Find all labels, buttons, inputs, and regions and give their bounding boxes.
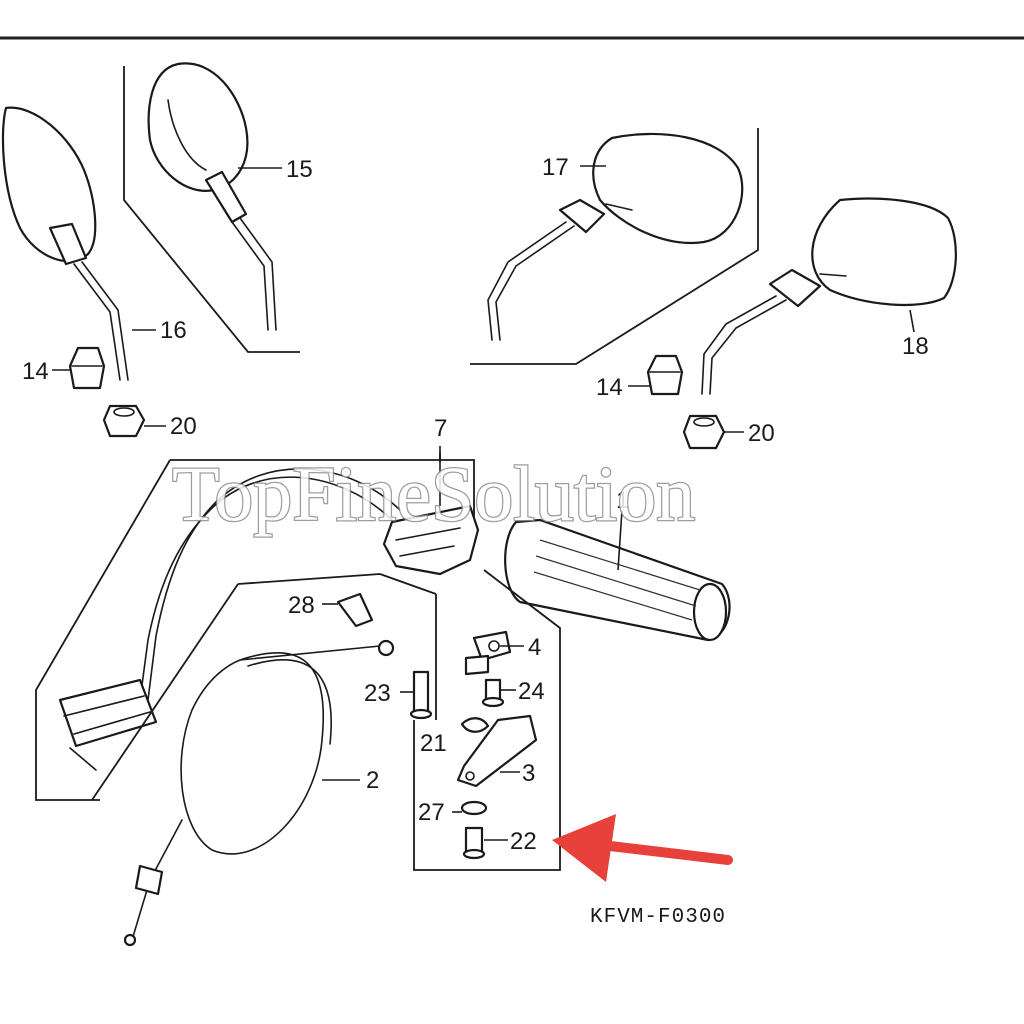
callout-1: 1 xyxy=(616,487,629,514)
callout-14-left: 14 xyxy=(22,358,49,385)
red-arrow xyxy=(552,814,733,882)
callout-15: 15 xyxy=(286,156,313,183)
callout-24: 24 xyxy=(518,678,545,705)
callout-20-left: 20 xyxy=(170,413,197,440)
watermark: TopFineSolution xyxy=(172,450,695,537)
callout-17: 17 xyxy=(542,154,569,181)
lower-assembly-group xyxy=(35,446,731,947)
callout-16: 16 xyxy=(160,317,187,344)
callout-labels: 15 16 14 20 17 18 14 20 7 1 28 4 23 24 2… xyxy=(22,154,929,855)
callout-28: 28 xyxy=(288,592,315,619)
callout-4: 4 xyxy=(528,634,541,661)
callout-3: 3 xyxy=(522,760,535,787)
left-mirror-group xyxy=(1,62,300,438)
callout-27: 27 xyxy=(418,799,445,826)
right-mirror-group xyxy=(470,128,957,450)
diagram-code: KFVM-F0300 xyxy=(590,906,726,929)
callout-23: 23 xyxy=(364,680,391,707)
callout-22: 22 xyxy=(510,828,537,855)
callout-18: 18 xyxy=(902,333,929,360)
callout-7: 7 xyxy=(434,415,447,442)
callout-2: 2 xyxy=(366,767,379,794)
callout-20-right: 20 xyxy=(748,420,775,447)
callout-21: 21 xyxy=(420,730,447,757)
callout-14-right: 14 xyxy=(596,374,623,401)
